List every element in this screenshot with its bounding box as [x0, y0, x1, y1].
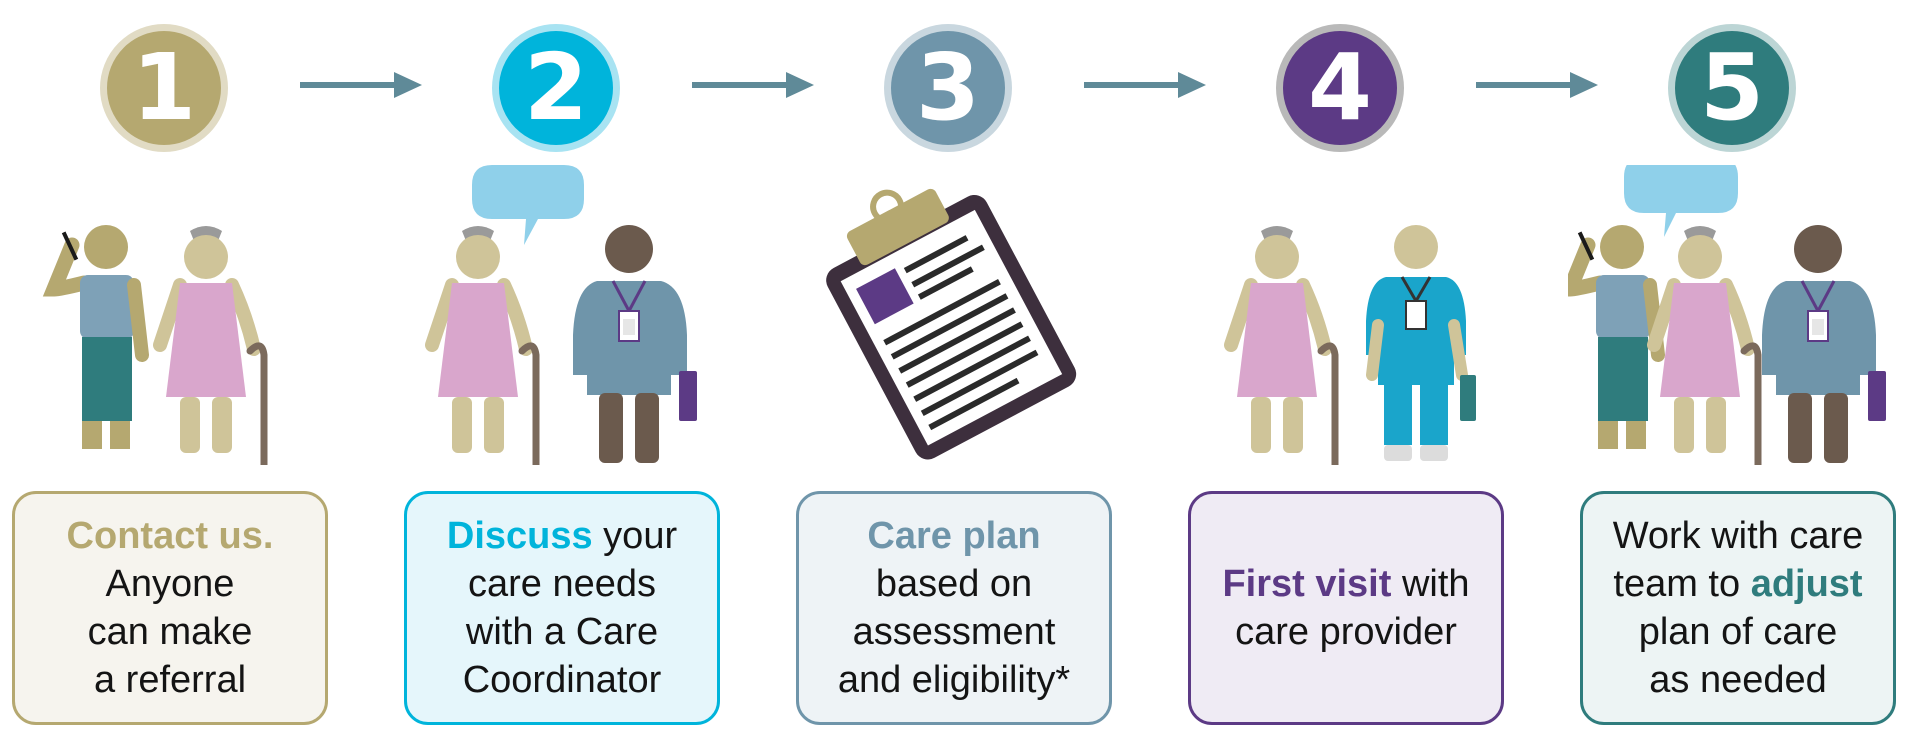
elderly-person-with-care-provider-icon — [1176, 165, 1496, 465]
card-line: can make — [87, 611, 253, 653]
card-line: Coordinator — [462, 659, 662, 701]
phone-caller-and-elderly-person-icon — [0, 165, 320, 465]
elderly-person-talking-with-coordinator-icon — [392, 165, 697, 465]
arrow-right-icon — [300, 72, 422, 98]
card-highlight: Care plan — [867, 515, 1041, 557]
card-line: Work with care — [1612, 515, 1864, 557]
card-line: a referral — [93, 659, 247, 701]
arrow-right-icon — [1084, 72, 1206, 98]
speech-bubble-icon — [472, 165, 584, 245]
card-line-head: team to — [1613, 563, 1751, 605]
card-highlight: First visit — [1222, 563, 1392, 605]
card-highlight: Contact us. — [66, 515, 274, 557]
card-line: Discuss your — [447, 512, 677, 560]
care-team-group-icon — [1568, 165, 1886, 465]
step-5: 5 Work with care team to adjust plan of … — [1568, 0, 1896, 751]
arrow-right-icon — [1476, 72, 1598, 98]
step-2: 2 Discuss your care needs with a Care Co… — [392, 0, 720, 751]
step-card: Work with care team to adjust plan of ca… — [1580, 491, 1896, 725]
card-line: care needs — [467, 563, 656, 605]
card-line: team to adjust — [1613, 560, 1862, 608]
step-4: 4 First visit with care provider — [1176, 0, 1504, 751]
card-line: plan of care — [1638, 611, 1838, 653]
step-card: First visit with care provider — [1188, 491, 1504, 725]
step-number-badge: 1 — [100, 24, 228, 152]
card-highlight: Discuss — [446, 515, 593, 557]
speech-bubble-icon — [1624, 165, 1738, 237]
step-card: Discuss your care needs with a Care Coor… — [404, 491, 720, 725]
step-number-badge: 2 — [492, 24, 620, 152]
card-highlight: adjust — [1750, 563, 1863, 605]
card-line: as needed — [1649, 659, 1827, 701]
card-line-tail: with — [1391, 563, 1470, 605]
card-line: Anyone — [105, 563, 235, 605]
card-line-tail: your — [592, 515, 678, 557]
clipboard-icon — [826, 188, 1077, 460]
card-line: based on — [875, 563, 1033, 605]
arrow-right-icon — [692, 72, 814, 98]
step-number-badge: 4 — [1276, 24, 1404, 152]
step-1: 1 Contact us. Anyone can make a referral — [0, 0, 328, 751]
card-line: First visit with — [1222, 560, 1469, 608]
step-number-badge: 3 — [884, 24, 1012, 152]
card-line: assessment — [852, 611, 1056, 653]
card-line: with a Care — [465, 611, 659, 653]
card-line: care provider — [1235, 611, 1457, 653]
step-3: 3 Care plan based on — [784, 0, 1112, 751]
step-card: Care plan based on assessment and eligib… — [796, 491, 1112, 725]
step-card: Contact us. Anyone can make a referral — [12, 491, 328, 725]
step-number-badge: 5 — [1668, 24, 1796, 152]
card-line: and eligibility* — [837, 659, 1071, 701]
